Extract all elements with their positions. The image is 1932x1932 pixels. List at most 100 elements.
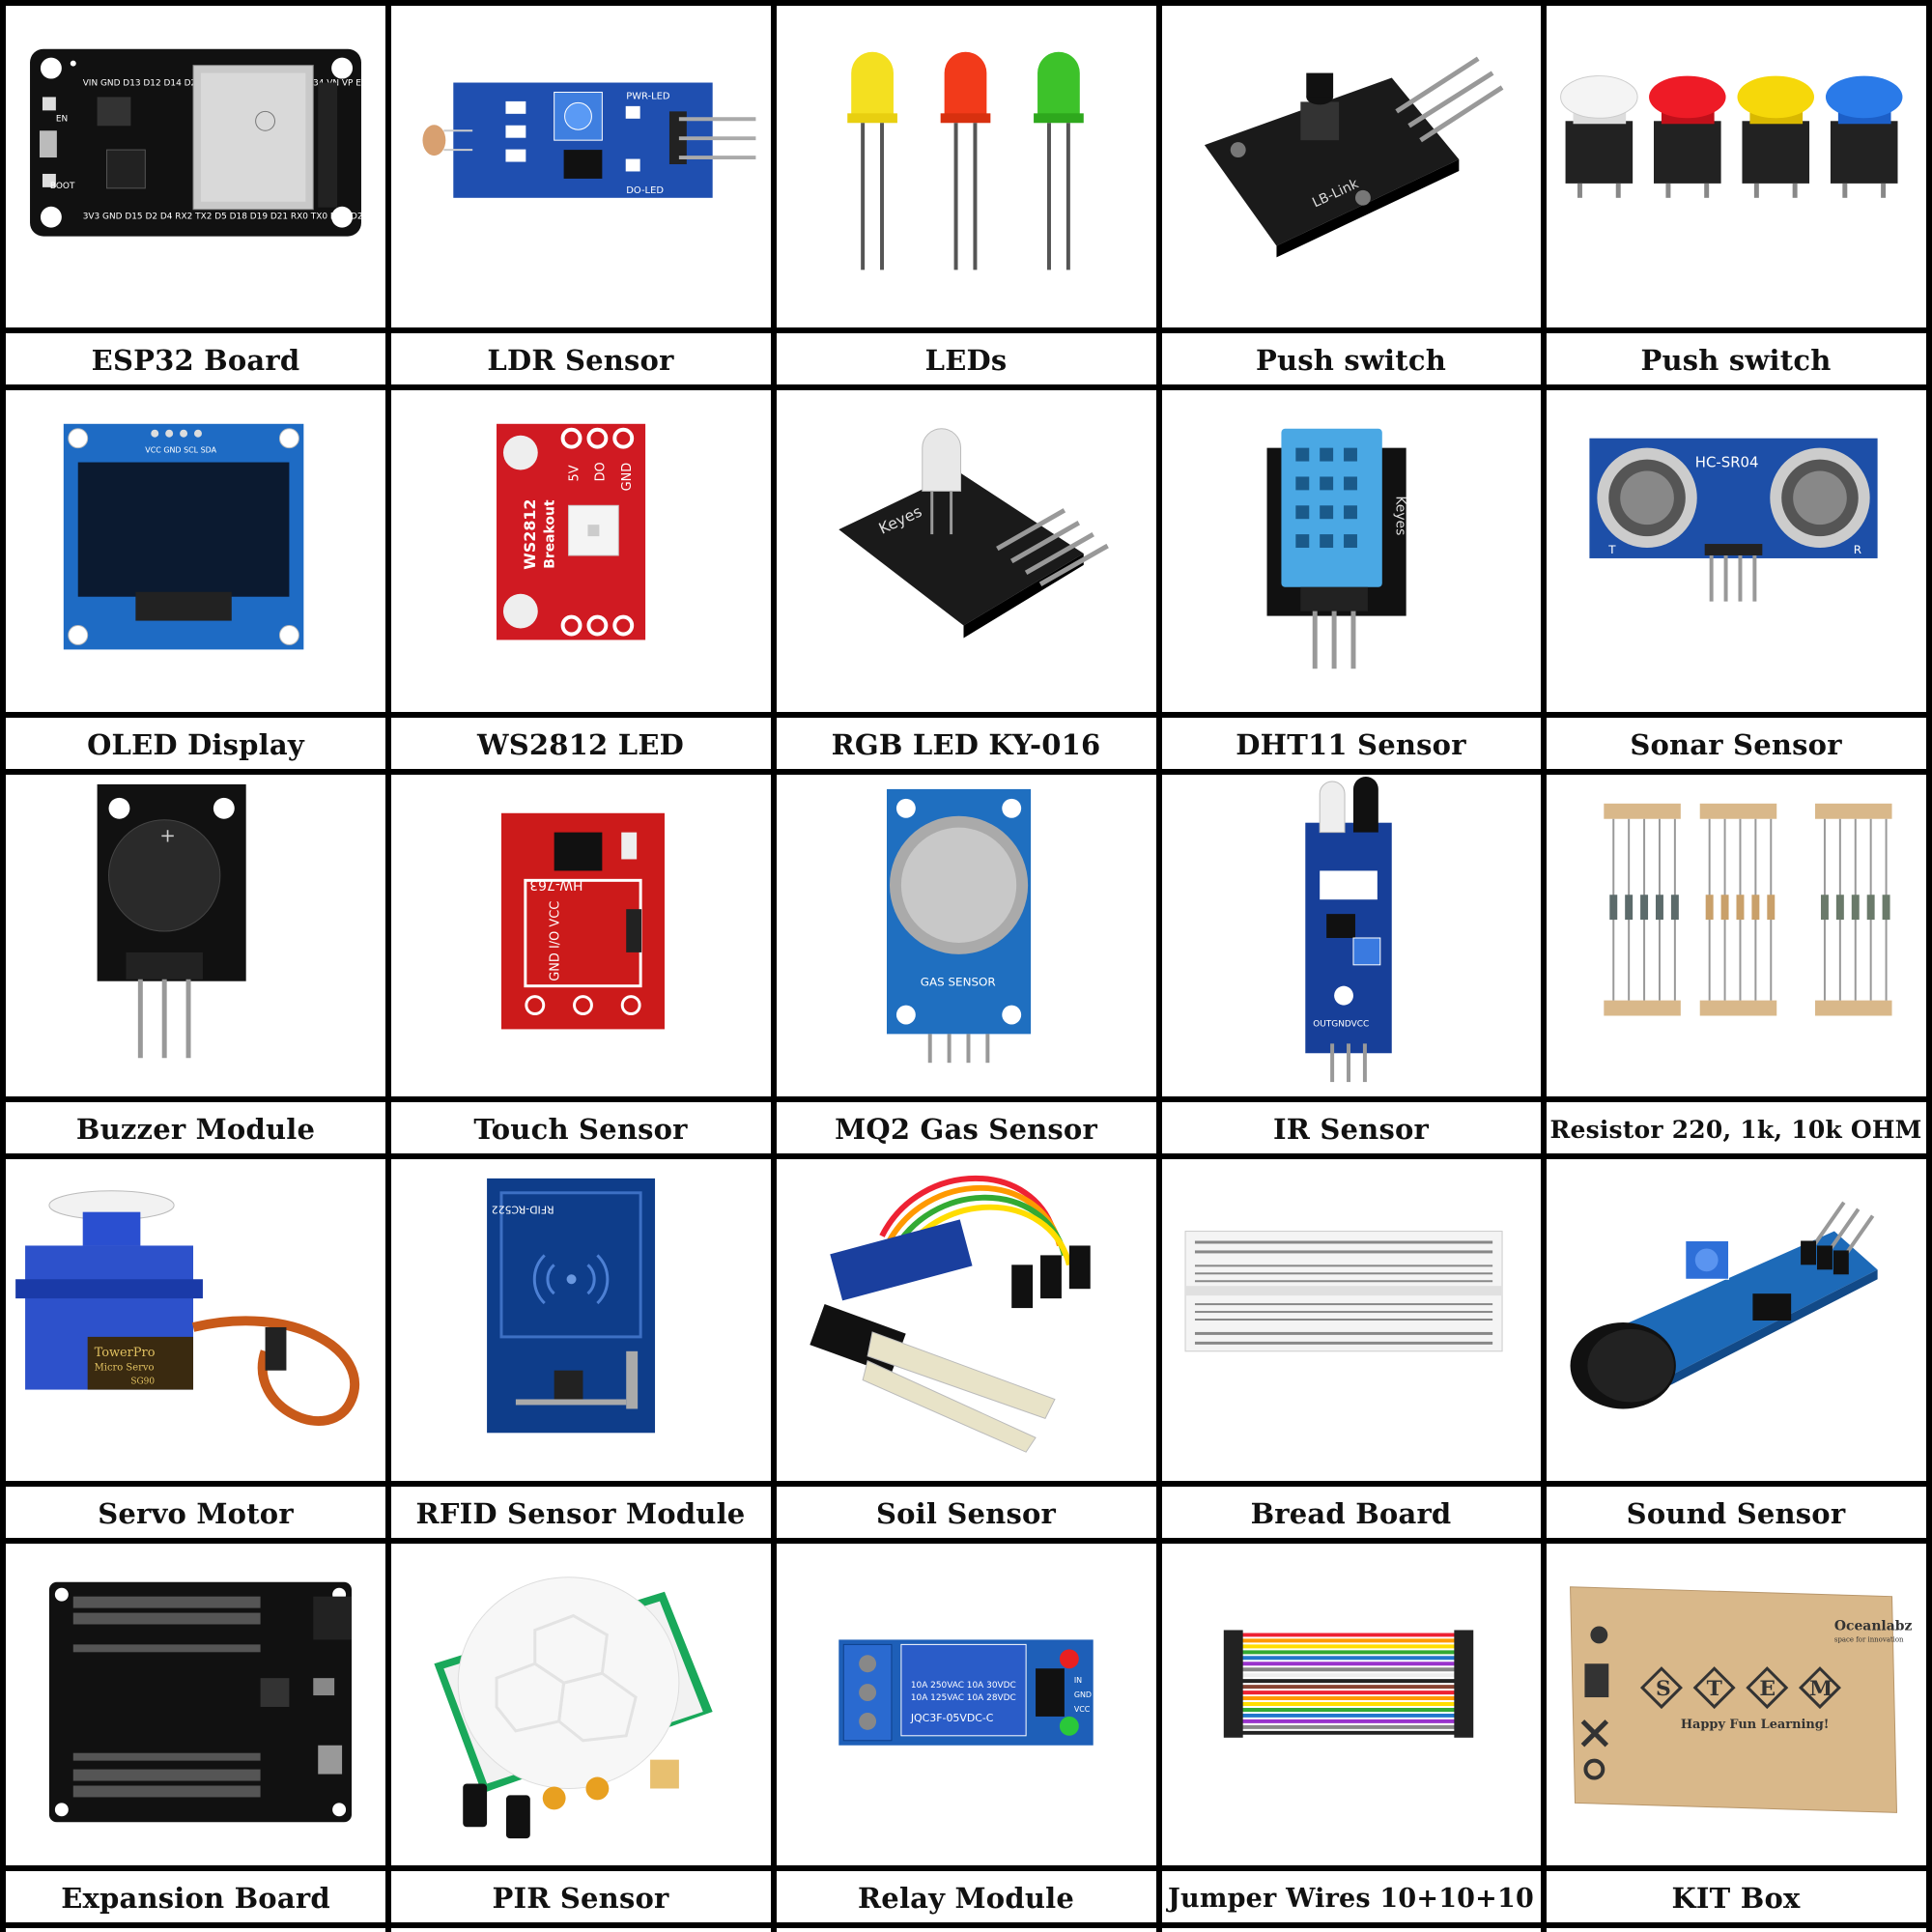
component-image: Keyes bbox=[776, 390, 1156, 712]
svg-text:DO-LED: DO-LED bbox=[626, 185, 664, 196]
grid-divider bbox=[0, 1922, 1932, 1928]
component-cell: Push switch bbox=[1546, 6, 1926, 387]
component-cell: GAS SENSOR MQ2 Gas Sensor bbox=[776, 775, 1156, 1156]
buzzer-module-icon: + bbox=[97, 783, 246, 1059]
component-label: PIR Sensor bbox=[492, 1882, 669, 1915]
svg-text:Keyes: Keyes bbox=[1393, 496, 1408, 535]
oled-display-icon: VCC GND SCL SDA bbox=[63, 423, 304, 650]
component-label-box: Touch Sensor bbox=[390, 1102, 771, 1156]
grid-divider bbox=[0, 0, 6, 1932]
sonar-sensor-icon: HC-SR04 T R bbox=[1589, 438, 1878, 602]
component-cell: LEDs bbox=[776, 6, 1156, 387]
component-label: Sonar Sensor bbox=[1630, 728, 1842, 761]
component-image: WS2812 Breakout 5V DO GND bbox=[390, 390, 771, 712]
component-cell: VIN GND D13 D12 D14 D27 D26 D25 D33 D32 … bbox=[6, 6, 385, 387]
grid-divider bbox=[0, 712, 1932, 718]
expansion-board-icon bbox=[48, 1581, 353, 1823]
svg-text:5V: 5V bbox=[568, 465, 582, 481]
component-image bbox=[776, 1159, 1156, 1481]
component-cell: OUTGNDVCC IR Sensor bbox=[1161, 775, 1541, 1156]
component-cell: VCC GND SCL SDA OLED Display bbox=[6, 390, 385, 772]
svg-text:T: T bbox=[1607, 543, 1616, 556]
component-label-box: PIR Sensor bbox=[390, 1871, 771, 1925]
component-image bbox=[390, 1544, 771, 1865]
component-label-box: OLED Display bbox=[6, 718, 385, 772]
component-label: Bread Board bbox=[1250, 1497, 1452, 1530]
svg-text:IN: IN bbox=[1074, 1676, 1082, 1685]
svg-text:BOOT: BOOT bbox=[50, 182, 75, 191]
component-label: Relay Module bbox=[858, 1882, 1074, 1915]
component-label-box: LEDs bbox=[776, 333, 1156, 387]
dht11-sensor-icon: Keyes bbox=[1266, 428, 1408, 669]
relay-module-icon: 10A 250VAC 10A 30VDC 10A 125VAC 10A 28VD… bbox=[838, 1639, 1094, 1746]
svg-text:RFID-RC522: RFID-RC522 bbox=[492, 1204, 554, 1216]
svg-text:JQC3F-05VDC-C: JQC3F-05VDC-C bbox=[910, 1712, 994, 1724]
svg-text:EN: EN bbox=[56, 114, 68, 124]
grid-divider bbox=[0, 384, 1932, 390]
component-cell: Keyes RGB LED KY-016 bbox=[776, 390, 1156, 772]
component-cell: PIR Sensor bbox=[390, 1544, 771, 1925]
grid-divider bbox=[0, 0, 1932, 6]
svg-text:10A 125VAC 10A 28VDC: 10A 125VAC 10A 28VDC bbox=[911, 1693, 1016, 1703]
sound-sensor-icon bbox=[1570, 1201, 1878, 1409]
svg-text:Micro Servo: Micro Servo bbox=[95, 1363, 155, 1374]
component-image bbox=[1161, 1544, 1541, 1865]
svg-text:SG90: SG90 bbox=[130, 1378, 155, 1387]
pir-sensor-icon bbox=[434, 1577, 713, 1839]
svg-text:GND I/O VCC: GND I/O VCC bbox=[549, 901, 563, 981]
component-cell: HW-763 GND I/O VCC Touch Sensor bbox=[390, 775, 771, 1156]
component-image bbox=[1161, 1159, 1541, 1481]
grid-divider bbox=[0, 327, 1932, 333]
component-image: VIN GND D13 D12 D14 D27 D26 D25 D33 D32 … bbox=[6, 6, 385, 327]
ws2812-led-icon: WS2812 Breakout 5V DO GND bbox=[497, 423, 646, 640]
component-image: VCC GND SCL SDA bbox=[6, 390, 385, 712]
breadboard-icon bbox=[1184, 1231, 1503, 1352]
component-cell: Resistor 220, 1k, 10k OHM bbox=[1546, 775, 1926, 1156]
component-label: DHT11 Sensor bbox=[1236, 728, 1466, 761]
grid-divider bbox=[0, 1096, 1932, 1102]
servo-motor-icon: TowerPro Micro Servo SG90 bbox=[15, 1190, 359, 1426]
grid-divider bbox=[0, 1538, 1932, 1544]
component-label-box: DHT11 Sensor bbox=[1161, 718, 1541, 772]
component-image bbox=[6, 1544, 385, 1865]
component-label: Push switch bbox=[1255, 344, 1447, 377]
component-label: WS2812 LED bbox=[477, 728, 684, 761]
component-label: Sound Sensor bbox=[1626, 1497, 1846, 1530]
grid-divider bbox=[385, 0, 391, 1932]
component-cell: 10A 250VAC 10A 30VDC 10A 125VAC 10A 28VD… bbox=[776, 1544, 1156, 1925]
svg-text:M: M bbox=[1809, 1676, 1833, 1701]
esp32-board-icon: VIN GND D13 D12 D14 D27 D26 D25 D33 D32 … bbox=[30, 48, 369, 237]
svg-text:10A 250VAC 10A 30VDC: 10A 250VAC 10A 30VDC bbox=[911, 1681, 1016, 1690]
svg-text:GAS SENSOR: GAS SENSOR bbox=[921, 976, 996, 989]
component-cell: WS2812 Breakout 5V DO GND WS2812 LED bbox=[390, 390, 771, 772]
component-image: 10A 250VAC 10A 30VDC 10A 125VAC 10A 28VD… bbox=[776, 1544, 1156, 1865]
component-label-box: Push switch bbox=[1546, 333, 1926, 387]
component-image: PWR-LED DO-LED bbox=[390, 6, 771, 327]
component-label-box: RGB LED KY-016 bbox=[776, 718, 1156, 772]
svg-text:Oceanlabz: Oceanlabz bbox=[1834, 1618, 1913, 1634]
svg-text:GND: GND bbox=[620, 463, 635, 492]
svg-text:DO: DO bbox=[593, 462, 608, 481]
component-label: LEDs bbox=[924, 344, 1008, 377]
grid-divider bbox=[1156, 0, 1162, 1932]
component-cell: Bread Board bbox=[1161, 1159, 1541, 1541]
svg-text:T: T bbox=[1707, 1676, 1723, 1701]
component-image: Keyes bbox=[1161, 390, 1541, 712]
grid-divider bbox=[771, 0, 777, 1932]
component-label-box: Soil Sensor bbox=[776, 1487, 1156, 1541]
grid-divider bbox=[0, 1865, 1932, 1871]
svg-text:VCC GND SCL SDA: VCC GND SCL SDA bbox=[145, 446, 216, 455]
component-label-box: MQ2 Gas Sensor bbox=[776, 1102, 1156, 1156]
component-label-box: Resistor 220, 1k, 10k OHM bbox=[1546, 1102, 1926, 1156]
svg-text:3V3 GND D15 D2 D4 RX2 TX2 D5 D: 3V3 GND D15 D2 D4 RX2 TX2 D5 D18 D19 D21… bbox=[83, 213, 369, 222]
component-image: HW-763 GND I/O VCC bbox=[390, 775, 771, 1096]
component-label-box: Buzzer Module bbox=[6, 1102, 385, 1156]
svg-text:GND: GND bbox=[1074, 1690, 1092, 1699]
touch-sensor-icon: HW-763 GND I/O VCC bbox=[500, 812, 665, 1030]
component-label: OLED Display bbox=[87, 728, 304, 761]
svg-text:Breakout: Breakout bbox=[543, 499, 558, 569]
component-label: RFID Sensor Module bbox=[415, 1497, 746, 1530]
component-label-box: IR Sensor bbox=[1161, 1102, 1541, 1156]
component-label: Resistor 220, 1k, 10k OHM bbox=[1549, 1115, 1922, 1144]
soil-sensor-icon bbox=[810, 1175, 1091, 1453]
